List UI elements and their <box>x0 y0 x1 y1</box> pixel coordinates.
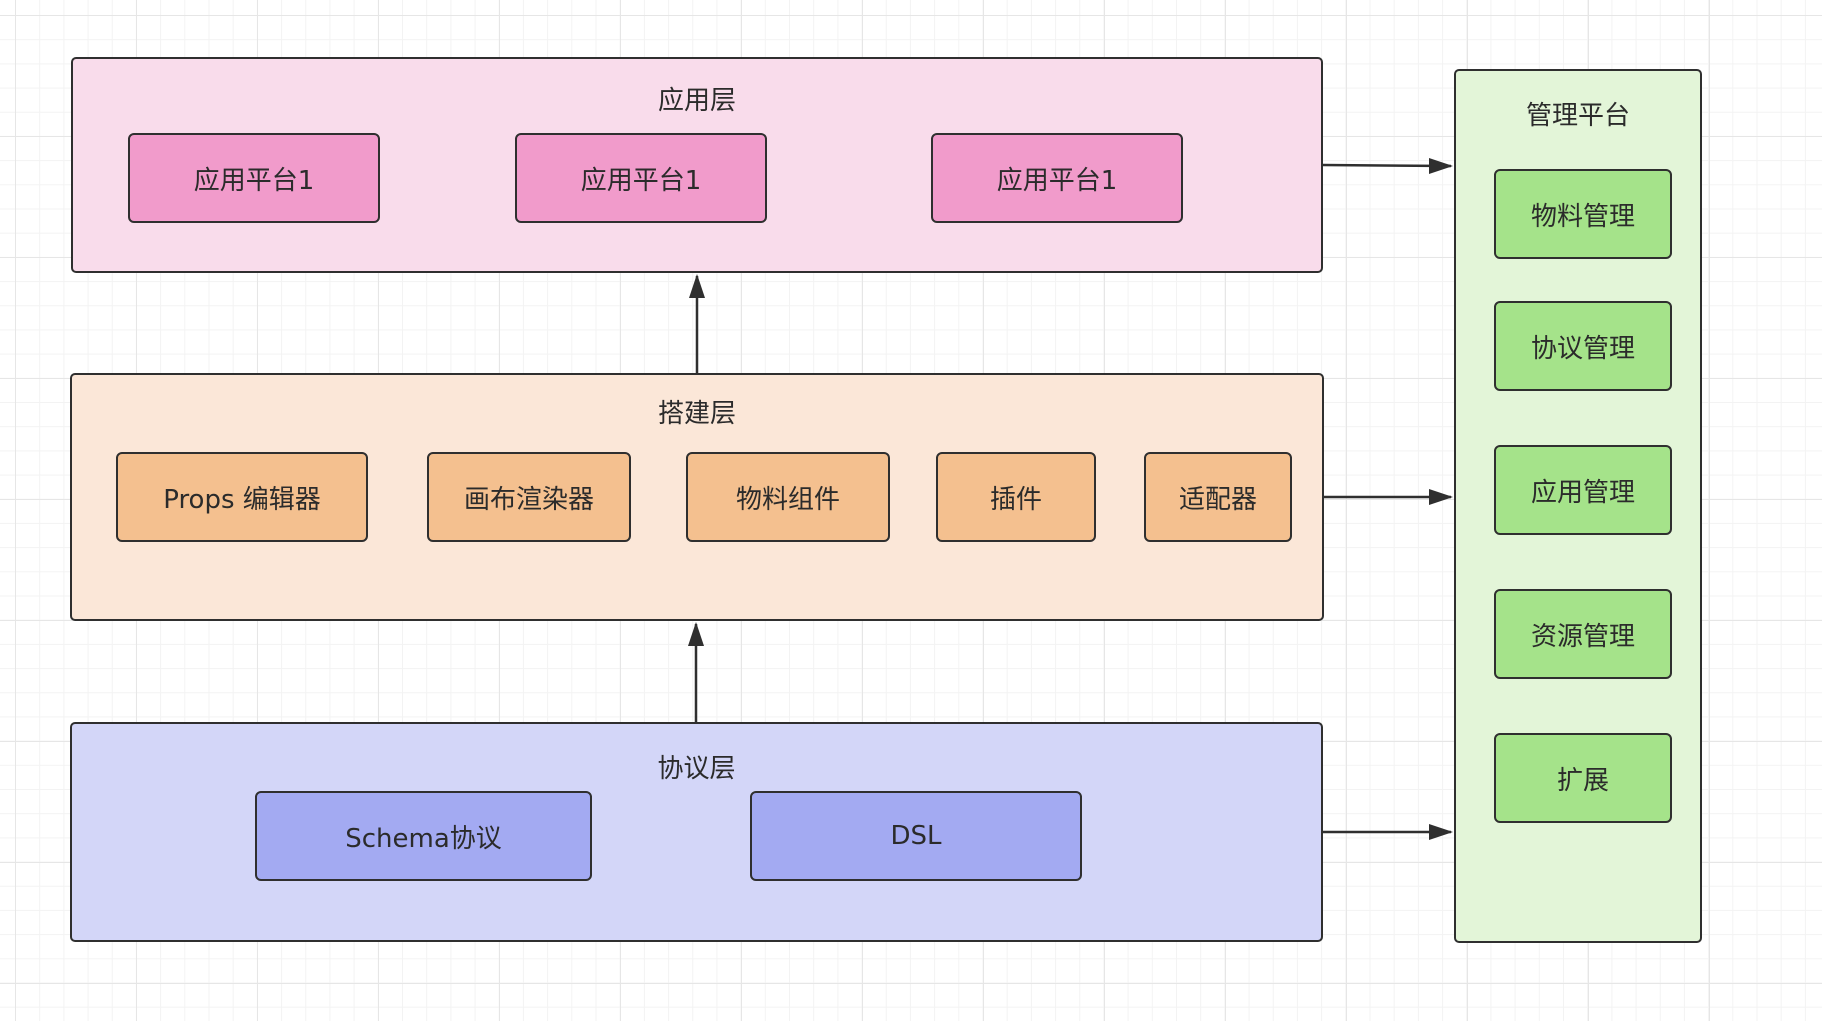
material-component-node[interactable]: 物料组件 <box>686 452 890 542</box>
protocol-layer-title: 协议层 <box>657 754 736 784</box>
props-editor-node[interactable]: Props 编辑器 <box>116 452 368 542</box>
plugin-node[interactable]: 插件 <box>936 452 1096 542</box>
adapter-node[interactable]: 适配器 <box>1144 452 1292 542</box>
application-management-node[interactable]: 应用管理 <box>1494 445 1672 535</box>
app-platform-3[interactable]: 应用平台1 <box>931 133 1183 223</box>
build-layer-title: 搭建层 <box>657 399 736 429</box>
resource-management-node[interactable]: 资源管理 <box>1494 589 1672 679</box>
app-platform-1[interactable]: 应用平台1 <box>128 133 380 223</box>
extension-node[interactable]: 扩展 <box>1494 733 1672 823</box>
arrowhead-build-to-app <box>689 274 705 298</box>
app-platform-2[interactable]: 应用平台1 <box>515 133 767 223</box>
protocol-management-node[interactable]: 协议管理 <box>1494 301 1672 391</box>
arrowhead-app-to-management <box>1429 158 1453 174</box>
arrowhead-protocol-to-management <box>1429 824 1453 840</box>
application-layer-title: 应用层 <box>657 86 736 116</box>
canvas-renderer-node[interactable]: 画布渲染器 <box>427 452 631 542</box>
management-platform-title: 管理平台 <box>1525 101 1630 131</box>
dsl-node[interactable]: DSL <box>750 791 1082 881</box>
material-management-node[interactable]: 物料管理 <box>1494 169 1672 259</box>
arrowhead-build-to-management <box>1429 489 1453 505</box>
schema-protocol-node[interactable]: Schema协议 <box>255 791 592 881</box>
arrow-app-to-management <box>1322 163 1452 168</box>
arrowhead-protocol-to-build <box>688 622 704 646</box>
